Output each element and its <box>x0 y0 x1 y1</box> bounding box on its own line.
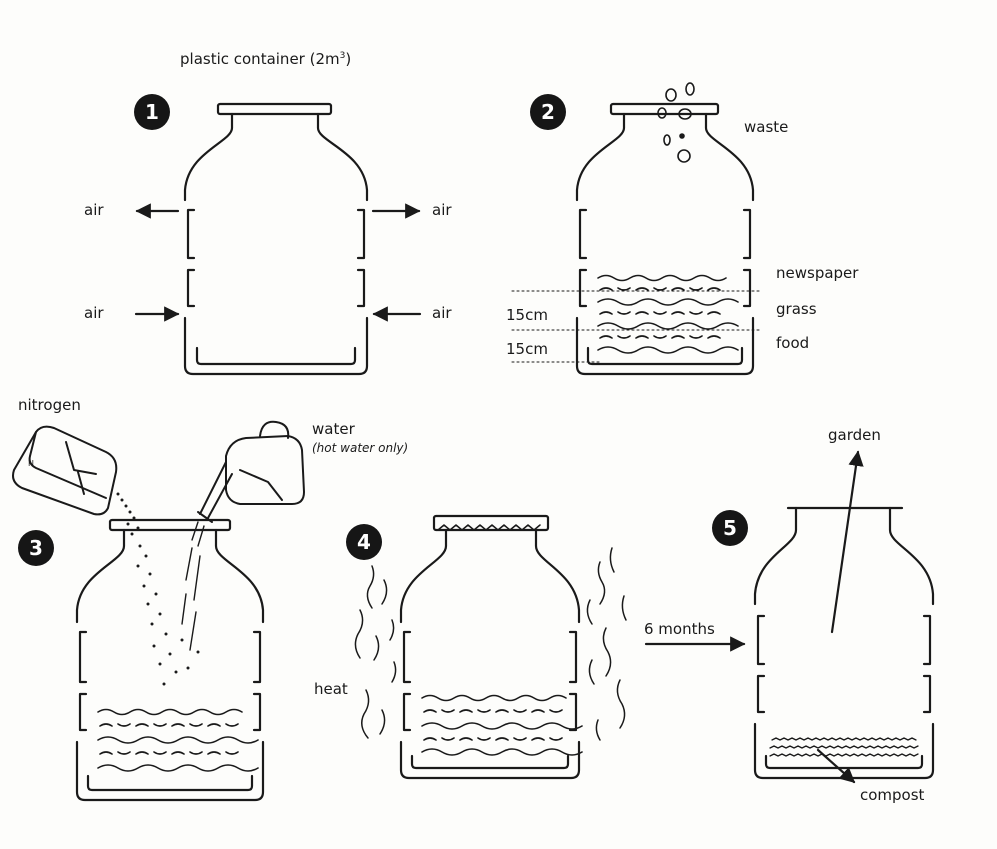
duration-label: 6 months <box>644 620 715 638</box>
food-label: food <box>776 334 810 352</box>
step-1-badge: 1 <box>134 94 170 130</box>
air-label-top-right: air <box>432 201 452 219</box>
waste-pieces <box>657 82 695 163</box>
water-stream <box>191 521 205 547</box>
depth-label-lower: 15cm <box>506 340 548 358</box>
svg-text:N: N <box>28 459 34 468</box>
air-label-bottom-left: air <box>84 304 104 322</box>
nitrogen-label: nitrogen <box>18 396 81 414</box>
jar-3-water <box>181 547 201 651</box>
nitrogen-granules-falling <box>116 492 140 536</box>
jar-4 <box>399 514 581 780</box>
depth-label-upper: 15cm <box>506 306 548 324</box>
heat-label: heat <box>314 680 348 698</box>
step-4-badge: 4 <box>346 524 382 560</box>
step-5-badge: 5 <box>712 510 748 546</box>
jar-1 <box>183 102 369 376</box>
water-label: water <box>312 420 355 438</box>
air-arrows <box>134 203 422 322</box>
garden-arrow <box>830 450 864 634</box>
container-label: plastic container (2m3) <box>180 52 351 67</box>
jar-3-contents <box>97 708 259 772</box>
compost-pile <box>769 737 919 757</box>
step-3-badge: 3 <box>18 530 54 566</box>
jar-2-layers <box>597 274 739 354</box>
water-note-label: (hot water only) <box>312 441 409 455</box>
jar-4-contents <box>421 694 583 756</box>
container-name: plastic container <box>180 50 305 68</box>
heat-lines <box>354 547 627 741</box>
jar-3 <box>75 518 265 802</box>
step-2-badge: 2 <box>530 94 566 130</box>
garden-label: garden <box>828 426 881 444</box>
jar-3-granules <box>136 544 200 686</box>
layer-depth-guides <box>511 290 761 363</box>
compost-arrow <box>816 748 856 784</box>
watering-can <box>197 420 305 523</box>
newspaper-label: newspaper <box>776 264 859 282</box>
waste-label: waste <box>744 118 789 136</box>
compost-label: compost <box>860 786 925 804</box>
air-label-bottom-right: air <box>432 304 452 322</box>
container-size: (2m3) <box>309 50 352 68</box>
air-label-top-left: air <box>84 201 104 219</box>
grass-label: grass <box>776 300 817 318</box>
nitrogen-bag: N <box>12 425 118 516</box>
